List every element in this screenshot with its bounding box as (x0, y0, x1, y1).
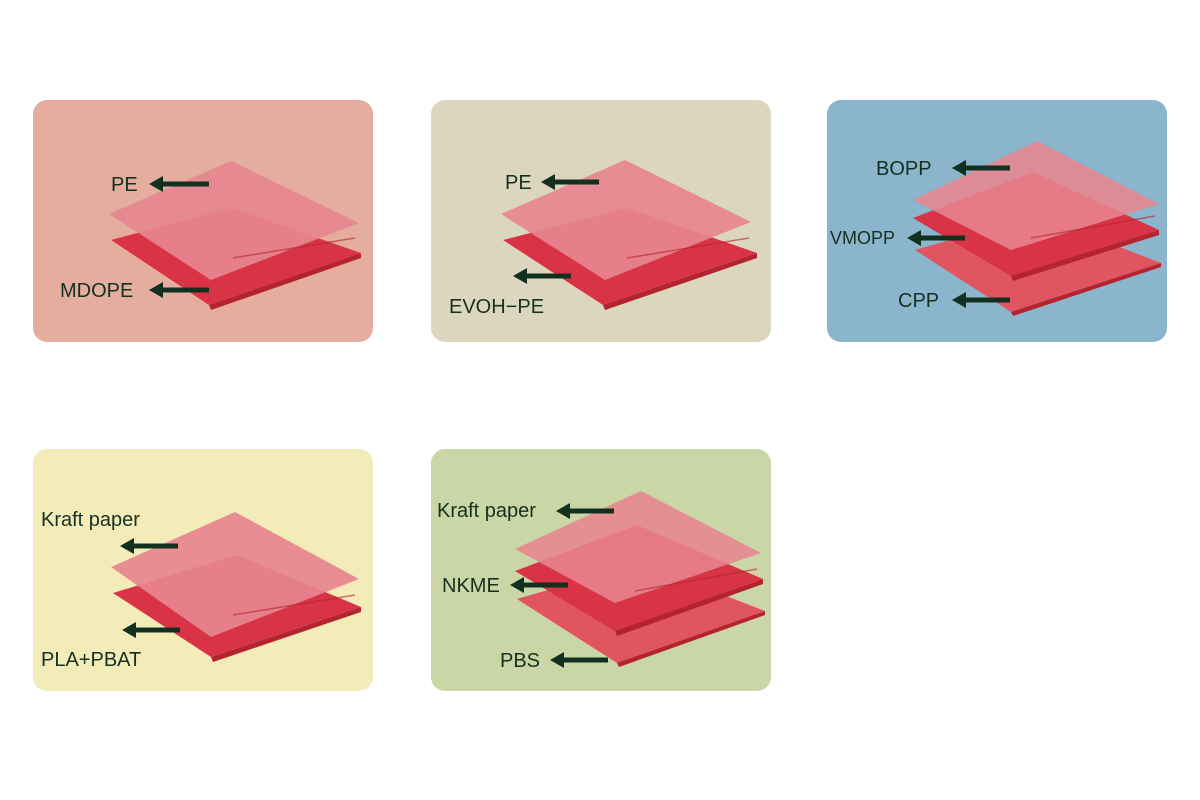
layer-label-kraft-paper: Kraft paper (41, 509, 140, 531)
panel-bopp-vmopp-cpp: BOPP VMOPP CPP (827, 100, 1167, 342)
top-layer-fold (626, 237, 750, 259)
layer-label-kraft-paper: Kraft paper (437, 500, 536, 522)
arrow-pla-pbat (122, 622, 180, 638)
arrow-pe (149, 176, 209, 192)
middle-layer-edge (1011, 230, 1159, 281)
layer-diagram: BOPP VMOPP CPP (827, 100, 1167, 342)
panel-pe-evoh: PE EVOH−PE (431, 100, 771, 342)
arrow-evoh-pe (513, 268, 571, 284)
layer-label-nkme: NKME (442, 575, 500, 597)
panel-kraft-nkme-pbs: Kraft paper NKME PBS (431, 449, 771, 691)
layer-diagram: Kraft paper NKME PBS (431, 449, 771, 691)
arrow-cpp (952, 292, 1010, 308)
arrow-kraft-paper (120, 538, 178, 554)
layer-label-cpp: CPP (898, 290, 939, 312)
top-layer-sheet (515, 491, 761, 603)
bottom-layer-edge (1011, 263, 1161, 316)
bottom-layer-edge (209, 253, 361, 310)
bottom-layer-edge (603, 253, 757, 310)
layer-diagram: PE EVOH−PE (431, 100, 771, 342)
top-layer-fold (232, 237, 356, 259)
panel-pe-mdope: PE MDOPE (33, 100, 373, 342)
middle-layer-edge (615, 579, 763, 636)
layer-label-bopp: BOPP (876, 158, 932, 180)
arrow-kraft-paper (556, 503, 614, 519)
layer-label-pbs: PBS (500, 650, 540, 672)
top-layer-sheet (501, 160, 751, 280)
bottom-layer-edge (211, 607, 361, 662)
bottom-layer-edge (617, 611, 765, 667)
arrow-bopp (952, 160, 1010, 176)
layer-label-evoh-pe: EVOH−PE (449, 296, 544, 318)
layer-label-vmopp: VMOPP (830, 228, 895, 248)
top-layer-fold (232, 594, 356, 616)
layer-label-mdope: MDOPE (60, 280, 133, 302)
layer-diagram: PE MDOPE (33, 100, 373, 342)
layer-label-pe: PE (111, 174, 138, 196)
arrow-vmopp (907, 230, 965, 246)
arrow-mdope (149, 282, 209, 298)
layer-label-pe: PE (505, 172, 532, 194)
top-layer-sheet (109, 161, 359, 280)
top-layer-sheet (913, 141, 1159, 250)
arrow-pe (541, 174, 599, 190)
layer-label-pla-pbat: PLA+PBAT (41, 649, 141, 671)
top-layer-sheet (111, 512, 359, 637)
layer-diagram: Kraft paper PLA+PBAT (33, 449, 373, 691)
top-layer-fold (1030, 215, 1156, 239)
panel-kraft-pla-pbat: Kraft paper PLA+PBAT (33, 449, 373, 691)
top-layer-fold (634, 568, 758, 592)
arrow-nkme (510, 577, 568, 593)
arrow-pbs (550, 652, 608, 668)
